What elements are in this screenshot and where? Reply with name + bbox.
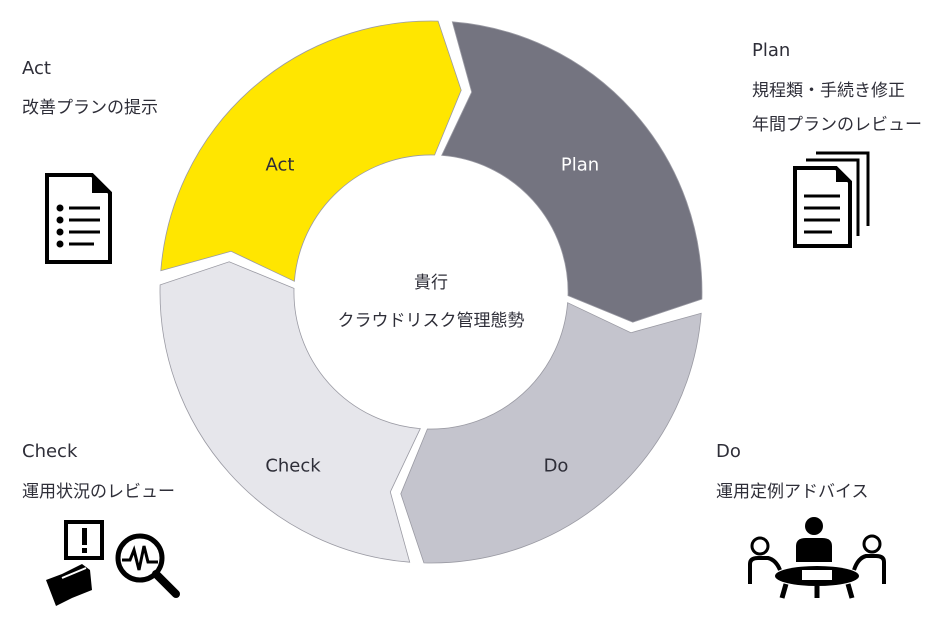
plan-description-1: 規程類・手続き修正: [752, 81, 905, 101]
segment-plan: [441, 21, 703, 323]
act-title: Act: [22, 58, 51, 79]
document-list-icon: [45, 173, 112, 264]
segment-check: [159, 261, 421, 563]
plan-title: Plan: [752, 40, 791, 61]
segment-label-act: Act: [265, 154, 295, 176]
act-description: 改善プランの提示: [22, 98, 158, 118]
segment-do: [400, 302, 702, 564]
stacked-documents-icon: [793, 151, 870, 248]
do-title: Do: [716, 441, 741, 462]
meeting-icon: [748, 517, 886, 599]
segment-act: [160, 20, 462, 282]
center-subtitle: クラウドリスク管理態勢: [337, 311, 525, 331]
segment-label-check: Check: [265, 455, 321, 477]
segment-label-plan: Plan: [560, 154, 600, 176]
center-title: 貴行: [414, 273, 448, 293]
plan-description-2: 年間プランのレビュー: [752, 115, 922, 135]
segment-label-do: Do: [543, 455, 569, 477]
do-description: 運用定例アドバイス: [716, 482, 869, 502]
alert-magnifier-icon: [46, 520, 180, 606]
check-title: Check: [22, 441, 78, 462]
check-description: 運用状況のレビュー: [22, 482, 175, 502]
